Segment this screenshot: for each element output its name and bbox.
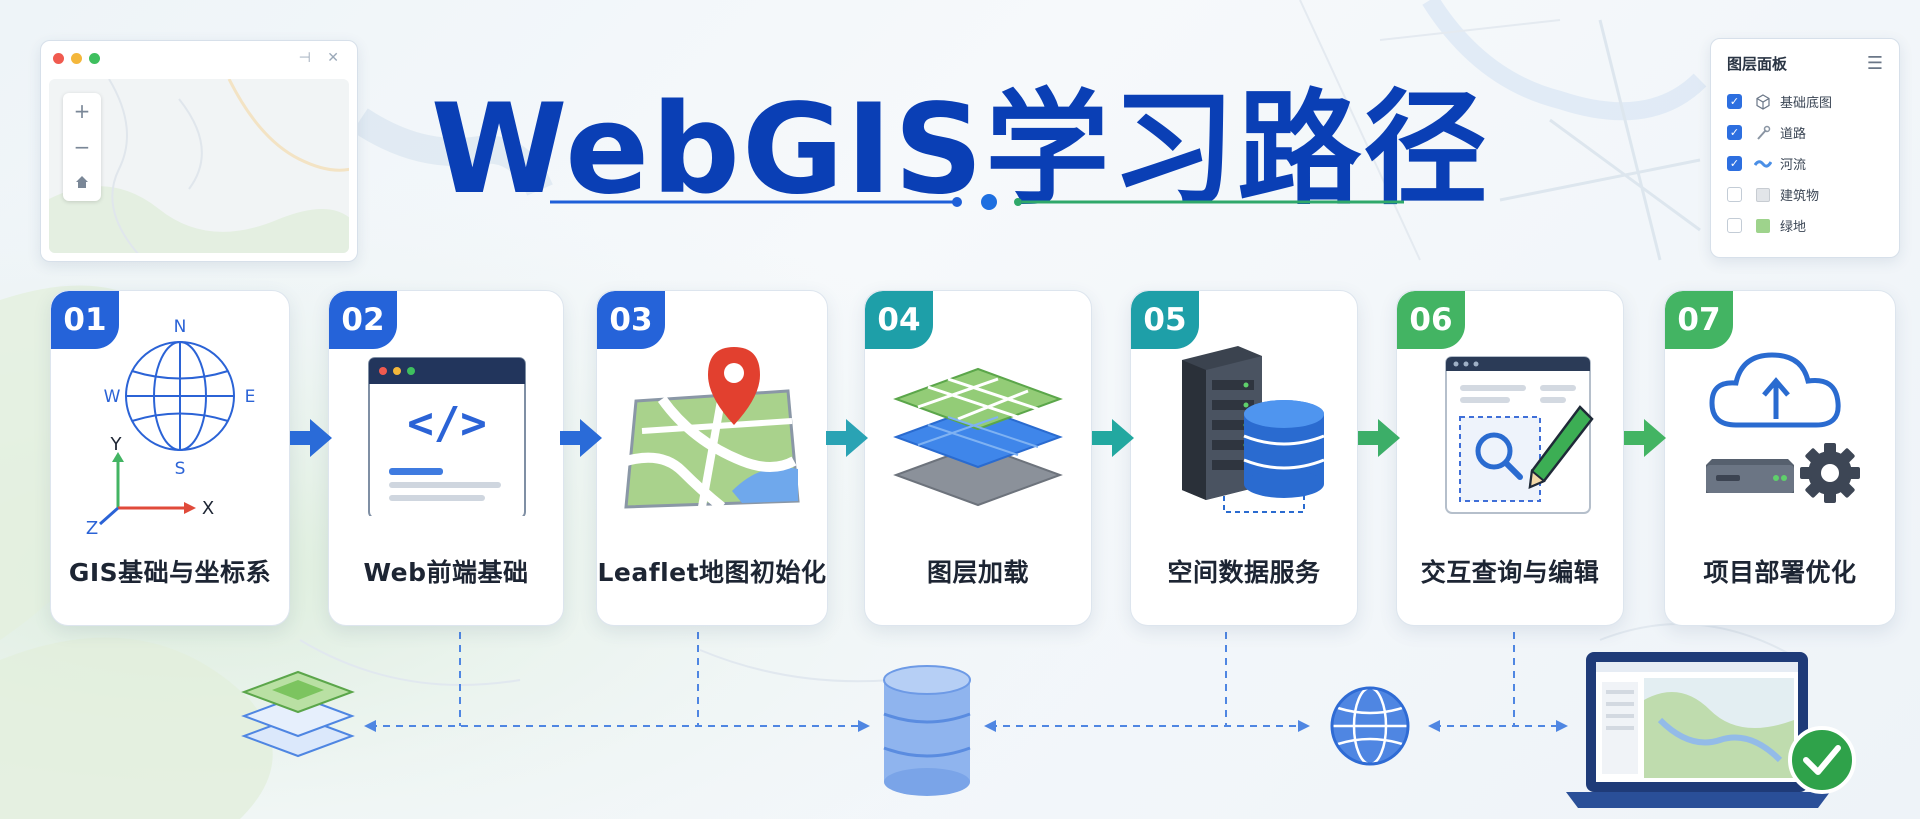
- step-card-05[interactable]: 05 空间数据服务: [1130, 290, 1358, 626]
- checkbox-checked[interactable]: ✓: [1727, 94, 1742, 109]
- arrow-right-icon: [1092, 419, 1134, 457]
- building-icon: [1754, 186, 1772, 204]
- step-card-06[interactable]: 06 交互查询与编辑: [1396, 290, 1624, 626]
- server-database-icon: [1131, 311, 1357, 551]
- layer-label: 基础底图: [1780, 96, 1833, 111]
- layer-item-building[interactable]: 建筑物: [1727, 179, 1883, 210]
- zoom-in-button[interactable]: +: [73, 99, 91, 123]
- step-label: 交互查询与编辑: [1420, 558, 1600, 587]
- compass-n: N: [174, 317, 187, 337]
- step-number-badge: 06: [1397, 291, 1465, 349]
- maximize-dot[interactable]: [89, 52, 100, 64]
- arrow-right-icon: [560, 419, 602, 457]
- window-controls[interactable]: ⊣ ✕: [298, 50, 345, 66]
- step-number-badge: 02: [329, 291, 397, 349]
- map-pin-icon: [597, 311, 827, 551]
- hamburger-icon[interactable]: ☰: [1866, 53, 1883, 74]
- checkbox-checked[interactable]: ✓: [1727, 156, 1742, 171]
- arrow-right-icon: [290, 419, 332, 457]
- step-number-badge: 03: [597, 291, 665, 349]
- minimize-dot[interactable]: [71, 52, 82, 64]
- arrow-right-icon: [1624, 419, 1666, 457]
- river-icon: [1754, 155, 1772, 173]
- zoom-control: + −: [63, 93, 101, 201]
- code-window-icon: </>: [329, 311, 563, 551]
- step-number-badge: 04: [865, 291, 933, 349]
- database-icon: [883, 665, 971, 796]
- close-dot[interactable]: [53, 52, 64, 64]
- layer-label: 建筑物: [1780, 189, 1820, 204]
- layer-label: 道路: [1780, 127, 1807, 142]
- layers-icon: [241, 670, 355, 758]
- road-icon: [1754, 124, 1772, 142]
- step-card-07[interactable]: 07 项目部署优化: [1664, 290, 1896, 626]
- checkbox-checked[interactable]: ✓: [1727, 125, 1742, 140]
- layer-panel-header: 图层面板 ☰: [1727, 53, 1883, 74]
- checkbox-unchecked[interactable]: [1727, 218, 1742, 233]
- step-label: Web前端基础: [363, 558, 529, 587]
- layer-item-road[interactable]: ✓ 道路: [1727, 117, 1883, 148]
- checkbox-unchecked[interactable]: [1727, 187, 1742, 202]
- step-card-01[interactable]: 01 N S E W Y X Z GIS基础与坐标系: [50, 290, 290, 626]
- step-card-02[interactable]: 02 </> Web前端基础: [328, 290, 564, 626]
- layer-label: 绿地: [1780, 220, 1807, 235]
- code-glyph: </>: [407, 398, 486, 449]
- search-edit-icon: [1397, 311, 1623, 551]
- title-divider: [550, 194, 1404, 210]
- zoom-out-button[interactable]: −: [73, 135, 91, 159]
- step-number-badge: 01: [51, 291, 119, 349]
- compass-e: E: [245, 387, 256, 407]
- network-globe-icon: [1330, 686, 1410, 766]
- globe-axes-icon: N S E W Y X Z: [51, 311, 289, 551]
- step-number-badge: 05: [1131, 291, 1199, 349]
- cube-icon: [1754, 93, 1772, 111]
- home-icon[interactable]: [74, 171, 90, 195]
- step-label: Leaflet地图初始化: [597, 558, 827, 587]
- arrow-right-icon: [826, 419, 868, 457]
- step-label: 空间数据服务: [1167, 558, 1321, 587]
- step-card-04[interactable]: 04 图层加载: [864, 290, 1092, 626]
- mini-map-window: ⊣ ✕ + −: [40, 40, 358, 262]
- compass-s: S: [175, 459, 186, 479]
- axis-z-label: Z: [86, 518, 98, 539]
- bottom-data-flow: [241, 632, 1856, 808]
- arrow-right-icon: [1358, 419, 1400, 457]
- step-label: 项目部署优化: [1703, 558, 1857, 587]
- axis-x-label: X: [202, 498, 214, 519]
- layer-panel: 图层面板 ☰ ✓ 基础底图 ✓ 道路 ✓ 河流 建筑物 绿地: [1710, 38, 1900, 258]
- greenland-icon: [1754, 217, 1772, 235]
- laptop-check-icon: [1566, 652, 1856, 808]
- window-titlebar: ⊣ ✕: [41, 41, 357, 75]
- axis-y-label: Y: [110, 434, 123, 455]
- step-label: GIS基础与坐标系: [68, 558, 272, 587]
- step-card-03[interactable]: 03 Leaflet地图初始化: [596, 290, 828, 626]
- layers-stack-icon: [865, 311, 1091, 551]
- layer-panel-title: 图层面板: [1727, 55, 1788, 73]
- layer-item-basemap[interactable]: ✓ 基础底图: [1727, 86, 1883, 117]
- layer-item-river[interactable]: ✓ 河流: [1727, 148, 1883, 179]
- step-number-badge: 07: [1665, 291, 1733, 349]
- step-label: 图层加载: [926, 558, 1029, 587]
- layer-item-greenland[interactable]: 绿地: [1727, 210, 1883, 241]
- layer-label: 河流: [1780, 158, 1807, 173]
- cloud-deploy-icon: [1665, 311, 1895, 551]
- compass-w: W: [104, 387, 121, 407]
